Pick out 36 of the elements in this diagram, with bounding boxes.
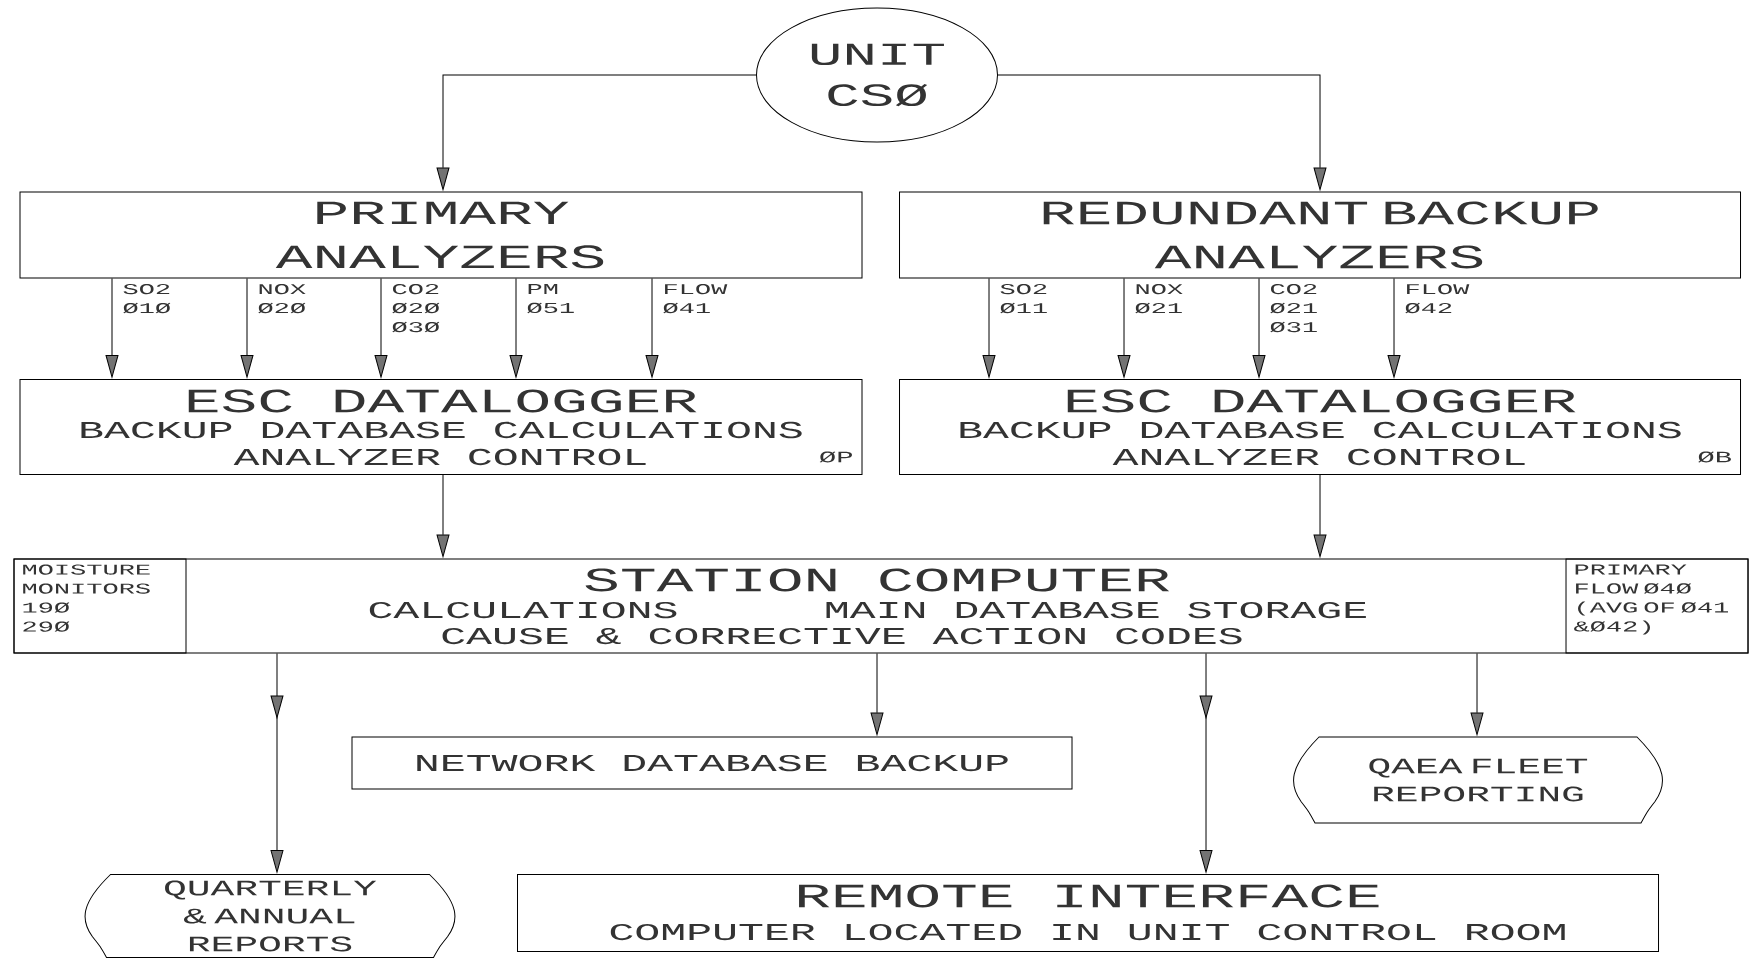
report-document: QUARTERLY & ANNUAL REPORTS [84, 874, 456, 958]
edge-label: NOX Ø2Ø [258, 284, 306, 314]
arrow [982, 278, 996, 378]
arrow [997, 74, 1327, 191]
edge-label: NOX Ø21 [1135, 284, 1183, 314]
edge-label: FLOW Ø41 [663, 284, 728, 314]
arrow [509, 278, 523, 378]
arrow [1313, 474, 1327, 558]
arrow [436, 74, 757, 191]
datalogger-box: ESC DATALOGGER BACKUP DATABASE CALCULATIONS ANALYZER CONTROL ØP [19, 379, 863, 475]
arrow [240, 278, 254, 378]
edge-label: PM Ø51 [527, 284, 574, 314]
arrow [105, 278, 119, 378]
side-panel: MOISTURE MONITORS 19Ø 29Ø [13, 558, 187, 654]
arrow [870, 653, 884, 736]
edge-label: CO2 Ø2Ø Ø3Ø [392, 284, 440, 333]
process-box: NETWORK DATABASE BACKUP [351, 736, 1073, 790]
edge-label: SO2 Ø11 [1000, 284, 1047, 314]
arrow [1117, 278, 1131, 378]
edge-label: SO2 Ø1Ø [123, 284, 171, 314]
arrow [645, 278, 659, 378]
edge-label: CO2 Ø21 Ø31 [1270, 284, 1317, 333]
analyzer-box: PRIMARY ANALYZERS [19, 191, 863, 279]
arrow [270, 653, 284, 873]
arrow [1252, 278, 1266, 378]
arrow [374, 278, 388, 378]
report-document: QAEA FLEET REPORTING [1293, 736, 1663, 824]
arrow [436, 474, 450, 558]
edge-label: FLOW Ø42 [1405, 284, 1470, 314]
datalogger-box: ESC DATALOGGER BACKUP DATABASE CALCULATIONS ANALYZER CONTROL ØB [899, 379, 1741, 475]
process-box: REMOTE INTERFACE COMPUTER LOCATED IN UNIT CONTROL ROOM [517, 874, 1659, 952]
side-panel: PRIMARY FLOW Ø4Ø (AVG OF Ø41 &Ø42) [1565, 558, 1749, 654]
arrow [1387, 278, 1401, 378]
analyzer-box: REDUNDANT BACKUP ANALYZERS [899, 191, 1741, 279]
arrow [1199, 653, 1213, 873]
arrow [1470, 653, 1484, 736]
